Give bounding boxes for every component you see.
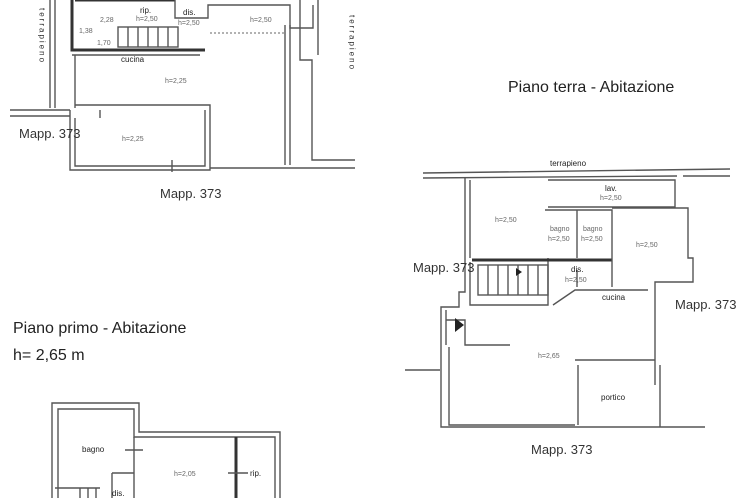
entrance-arrow-icon xyxy=(455,318,464,332)
ground-floor-title: Piano terra - Abitazione xyxy=(508,79,674,96)
bagno2-label: bagno xyxy=(583,226,603,233)
dis-height: h=2,50 xyxy=(178,20,200,27)
main-room-height: h=2,05 xyxy=(174,471,196,478)
first-floor-height: h= 2,65 m xyxy=(13,347,85,364)
first-floor-plan: bagno h=2,05 rip. dis. xyxy=(51,402,281,498)
mapp-left-label: Mapp. 373 xyxy=(413,260,474,275)
dis-label: dis. xyxy=(183,8,195,17)
room2-height: h=2,50 xyxy=(636,242,658,249)
rip-label: rip. xyxy=(250,469,261,478)
rip-label: rip. xyxy=(140,6,151,15)
room-right-height: h=2,50 xyxy=(250,17,272,24)
dis-height: h=2,50 xyxy=(565,277,587,284)
dis-label: dis. xyxy=(571,265,583,274)
terrapieno-left-label: terrapieno xyxy=(38,8,47,64)
terrapieno-right-label: terrapieno xyxy=(348,15,357,71)
bagno2-height: h=2,50 xyxy=(581,236,603,243)
stairs xyxy=(55,487,100,498)
mapp-left-label: Mapp. 373 xyxy=(19,126,80,141)
dis-label: dis. xyxy=(112,489,124,498)
bagno1-label: bagno xyxy=(550,226,570,233)
mapp-bottom-label: Mapp. 373 xyxy=(531,442,592,457)
portico-label: portico xyxy=(601,393,626,402)
bagno-label: bagno xyxy=(82,445,105,454)
stair-direction-arrow-icon xyxy=(516,268,522,276)
cucina-label: cucina xyxy=(602,293,626,302)
small-height-1: 2,28 xyxy=(100,17,114,24)
lower-room-height: h=2,25 xyxy=(122,136,144,143)
room1-height: h=2,50 xyxy=(495,217,517,224)
stairs xyxy=(477,264,549,296)
stairs xyxy=(117,26,179,48)
top-left-plan: terrapieno terrapieno rip. h=2,50 dis. h… xyxy=(10,0,357,201)
main-room-height: h=2,65 xyxy=(538,353,560,360)
main-room-height: h=2,25 xyxy=(165,78,187,85)
small-height-3: 1,70 xyxy=(97,40,111,47)
mapp-right-label: Mapp. 373 xyxy=(675,297,736,312)
ground-floor-plan: terrapieno lav. h=2,50 h=2,50 bagno h=2,… xyxy=(405,159,736,457)
terrapieno-label: terrapieno xyxy=(550,159,587,168)
bagno1-height: h=2,50 xyxy=(548,236,570,243)
first-floor-title: Piano primo - Abitazione xyxy=(13,320,187,337)
lav-label: lav. xyxy=(605,184,617,193)
rip-height: h=2,50 xyxy=(136,16,158,23)
lav-height: h=2,50 xyxy=(600,195,622,202)
cucina-label: cucina xyxy=(121,55,145,64)
mapp-bottom-label: Mapp. 373 xyxy=(160,186,221,201)
small-height-2: 1,38 xyxy=(79,28,93,35)
